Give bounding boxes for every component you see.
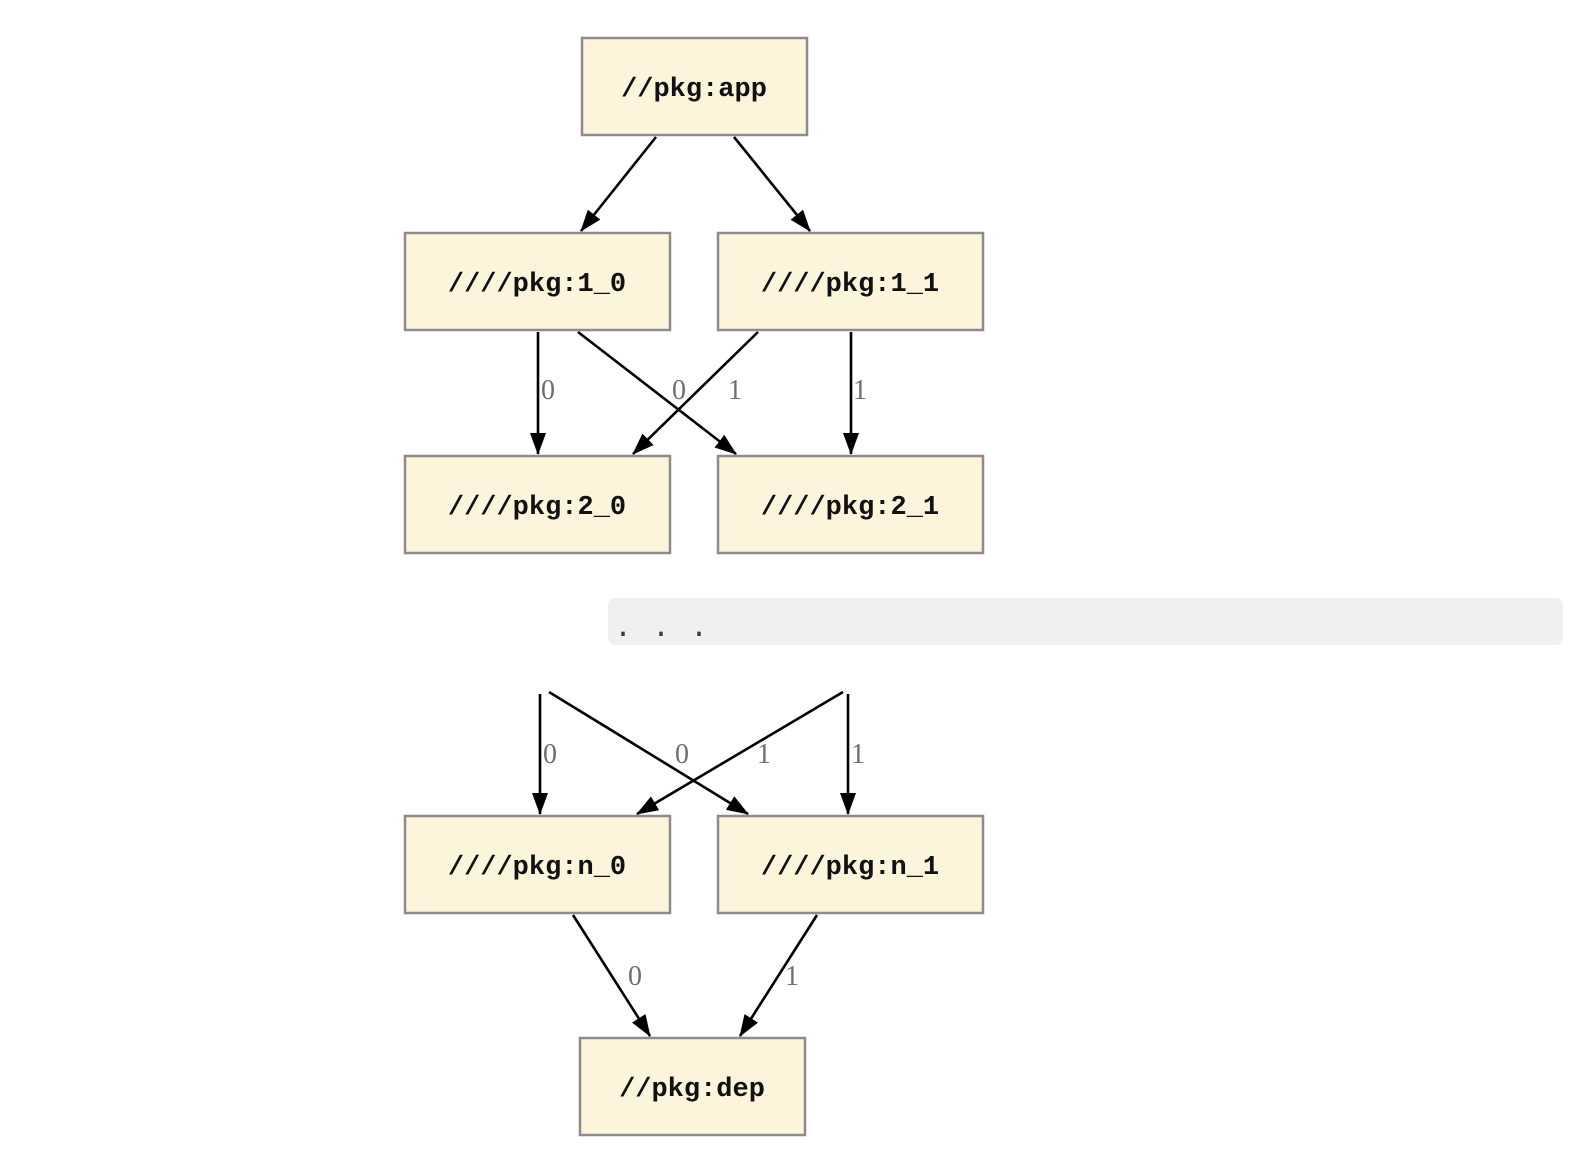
node-pkg-1-1-box xyxy=(716,231,985,332)
node-pkg-n-0-label: ////pkg:n_0 xyxy=(448,853,626,883)
node-pkg-1-0-label: ////pkg:1_0 xyxy=(448,270,626,300)
edge-to-pkgn-0-cross xyxy=(636,690,844,816)
node-pkg-1-1: ////pkg:1_1 xyxy=(716,231,985,332)
edge-label-n-1-to-dep: 1 xyxy=(785,961,799,992)
edge-app-to-pkg1-1 xyxy=(732,136,812,232)
node-pkg-2-1-label: ////pkg:2_1 xyxy=(761,493,939,523)
node-pkg-1-0: ////pkg:1_0 xyxy=(403,231,672,332)
ellipsis-dots: . . . xyxy=(614,612,709,646)
node-pkg-1-1-label: ////pkg:1_1 xyxy=(761,270,939,300)
ellipsis-band-box xyxy=(608,598,1563,645)
ellipsis-band: . . . xyxy=(608,598,1563,646)
edge-label-to-n-0-straight: 0 xyxy=(543,739,557,770)
node-pkg-n-1: ////pkg:n_1 xyxy=(716,814,985,915)
node-pkg-dep-box xyxy=(578,1036,807,1137)
node-pkg-n-0-box xyxy=(403,814,672,915)
edge-pkg1-1-to-pkg2-0 xyxy=(632,331,759,455)
edge-label-1-0-to-2-1: 1 xyxy=(728,375,742,406)
node-pkg-app-label: //pkg:app xyxy=(621,75,767,105)
node-pkg-app-box xyxy=(580,36,809,137)
node-pkg-app: //pkg:app xyxy=(580,36,809,137)
node-pkg-n-1-label: ////pkg:n_1 xyxy=(761,853,939,883)
edge-pkgn-1-to-dep xyxy=(738,914,819,1037)
edge-pkgn-0-to-dep xyxy=(571,914,652,1037)
node-pkg-2-0: ////pkg:2_0 xyxy=(403,454,672,555)
node-pkg-2-0-box xyxy=(403,454,672,555)
edge-app-to-pkg1-0 xyxy=(579,136,658,232)
node-pkg-2-1: ////pkg:2_1 xyxy=(716,454,985,555)
edge-label-1-1-to-2-1: 1 xyxy=(853,375,867,406)
node-pkg-n-0: ////pkg:n_0 xyxy=(403,814,672,915)
edge-label-1-1-to-2-0: 0 xyxy=(672,375,686,406)
node-pkg-1-0-box xyxy=(403,231,672,332)
edge-to-pkgn-1-cross xyxy=(548,690,749,816)
node-pkg-dep-label: //pkg:dep xyxy=(619,1075,765,1105)
edge-label-to-n-1-straight: 1 xyxy=(851,739,865,770)
edge-label-1-0-to-2-0: 0 xyxy=(541,375,555,406)
node-pkg-n-1-box xyxy=(716,814,985,915)
edge-label-n-0-to-dep: 0 xyxy=(628,961,642,992)
edge-label-to-n-0-cross: 0 xyxy=(675,739,689,770)
node-pkg-dep: //pkg:dep xyxy=(578,1036,807,1137)
edge-label-to-n-1-cross: 1 xyxy=(757,739,771,770)
node-pkg-2-0-label: ////pkg:2_0 xyxy=(448,493,626,523)
edge-pkg1-0-to-pkg2-1 xyxy=(577,330,737,456)
node-pkg-2-1-box xyxy=(716,454,985,555)
